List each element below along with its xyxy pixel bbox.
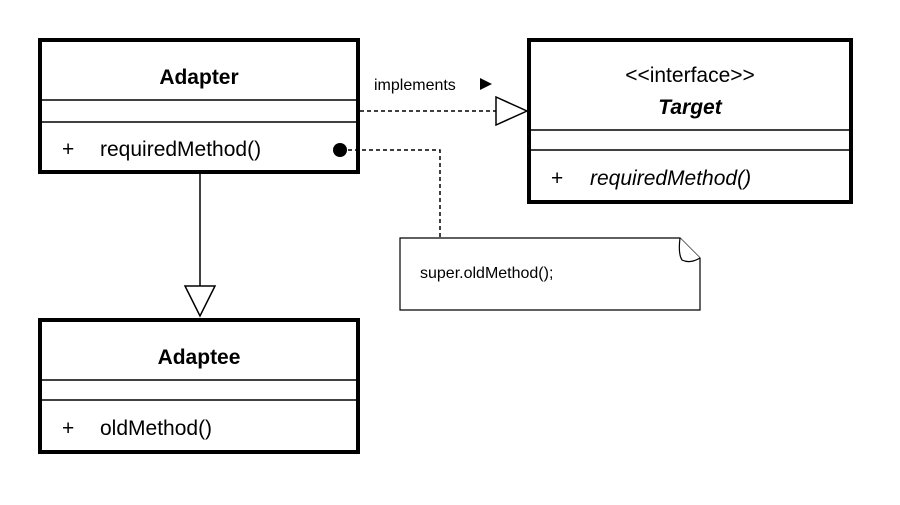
note-shape xyxy=(399,237,701,311)
adaptee-box xyxy=(38,318,360,454)
note-connector xyxy=(333,143,441,238)
code-note[interactable]: super.oldMethod(); xyxy=(399,237,701,311)
adapter-class[interactable]: Adapter + requiredMethod() xyxy=(38,38,360,174)
target-name: Target xyxy=(658,96,722,119)
adapter-box xyxy=(38,38,360,174)
target-stereotype: <<interface>> xyxy=(625,64,755,87)
target-method: requiredMethod() xyxy=(590,167,751,190)
target-method-visibility: + xyxy=(551,167,563,190)
note-folded-corner xyxy=(678,237,701,263)
note-dashed-line xyxy=(348,149,441,238)
adaptee-method: oldMethod() xyxy=(100,417,212,440)
adapter-method-visibility: + xyxy=(62,138,74,161)
realization-arrowhead xyxy=(495,95,529,127)
adaptee-name: Adaptee xyxy=(158,346,241,369)
target-box xyxy=(527,38,853,204)
adaptee-class[interactable]: Adaptee + oldMethod() xyxy=(38,318,360,454)
inheritance-relation xyxy=(183,174,217,318)
implements-label: implements xyxy=(374,77,456,94)
adaptee-method-visibility: + xyxy=(62,417,74,440)
note-text: super.oldMethod(); xyxy=(420,265,553,282)
generalization-arrowhead xyxy=(183,285,217,318)
anchor-dot xyxy=(333,143,347,157)
direction-arrow-icon xyxy=(480,78,492,90)
adapter-method: requiredMethod() xyxy=(100,138,261,161)
adapter-name: Adapter xyxy=(159,66,238,89)
target-interface[interactable]: <<interface>> Target + requiredMethod() xyxy=(527,38,853,204)
implements-relation: implements xyxy=(360,77,529,127)
